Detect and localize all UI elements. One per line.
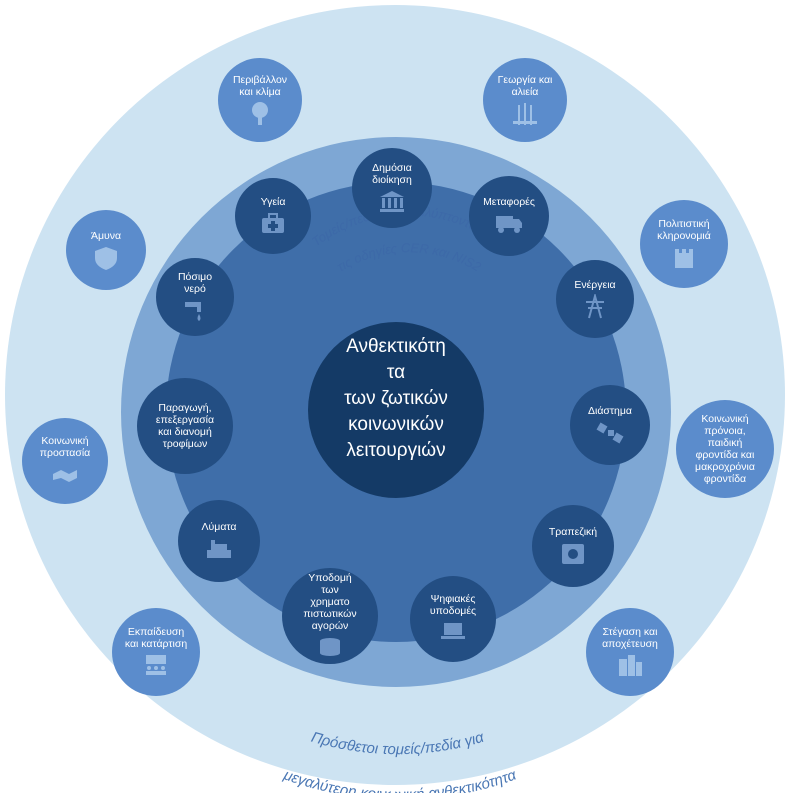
sector-energy: Ενέργεια xyxy=(556,260,634,338)
sector-welfare-label: Κοινωνική πρόνοια, παιδική φροντίδα και … xyxy=(695,413,755,485)
sector-health: Υγεία xyxy=(235,178,311,254)
sector-education-label: Εκπαίδευση και κατάρτιση xyxy=(124,625,188,650)
handshake-icon xyxy=(53,469,77,482)
sector-cultural-heritage: Πολιτιστική κληρονομιά xyxy=(640,200,728,288)
sector-transport-label: Μεταφορές xyxy=(483,195,535,208)
government-building-icon xyxy=(380,190,404,212)
svg-text:Πρόσθετοι τομείς/πεδία για: Πρόσθετοι τομείς/πεδία για xyxy=(309,729,486,759)
sector-banking: Τραπεζική xyxy=(532,505,614,587)
sector-space: Διάστημα xyxy=(570,385,650,465)
tree-icon xyxy=(252,101,268,125)
center-circle xyxy=(308,322,484,498)
sector-drinking-water-label: Πόσιμο νερό xyxy=(177,270,213,295)
svg-text:τις οδηγίες CER και NIS2: τις οδηγίες CER και NIS2 xyxy=(334,240,484,275)
sector-digital: Ψηφιακές υποδομές xyxy=(410,576,496,662)
sector-housing: Στέγαση και αποχέτευση xyxy=(586,608,674,696)
sector-social-protection: Κοινωνική προστασία xyxy=(22,418,108,504)
sector-fmi-label: Υποδομή των χρηματο πιστωτικών αγορών xyxy=(303,571,357,632)
outer-ring-caption-line1: Πρόσθετοι τομείς/πεδία για xyxy=(309,729,486,759)
sector-food: Παραγωγή, επεξεργασία και διανομή τροφίμ… xyxy=(137,378,233,474)
sector-environment-label: Περιβάλλον και κλίμα xyxy=(232,73,288,98)
sector-food-label: Παραγωγή, επεξεργασία και διανομή τροφίμ… xyxy=(155,402,215,450)
sector-education: Εκπαίδευση και κατάρτιση xyxy=(112,608,200,696)
sector-public-admin: Δημόσια διοίκηση xyxy=(352,148,432,228)
buildings-icon xyxy=(619,654,642,676)
outer-ring-caption-line2: μεγαλύτερη κοινωνική ανθεκτικότητα xyxy=(281,766,519,793)
truck-icon xyxy=(496,215,522,233)
shield-icon xyxy=(95,246,117,270)
wheat-icon xyxy=(513,102,537,125)
sector-cultural-heritage-label: Πολιτιστική κληρονομιά xyxy=(657,217,711,242)
sector-housing-label: Στέγαση και αποχέτευση xyxy=(602,625,658,650)
castle-icon xyxy=(675,248,693,268)
svg-text:μεγαλύτερη κοινωνική ανθεκτικό: μεγαλύτερη κοινωνική ανθεκτικότητα xyxy=(281,766,519,793)
sector-environment: Περιβάλλον και κλίμα xyxy=(218,58,302,142)
sector-energy-label: Ενέργεια xyxy=(574,278,616,291)
sector-space-label: Διάστημα xyxy=(587,404,632,417)
sector-digital-label: Ψηφιακές υποδομές xyxy=(429,592,477,617)
inner-ring-caption-line2: τις οδηγίες CER και NIS2 xyxy=(334,240,484,275)
classroom-icon xyxy=(146,654,166,675)
water-tap-icon xyxy=(185,301,201,321)
laptop-icon xyxy=(441,622,465,639)
sector-waste-water-label: Λύματα xyxy=(201,520,237,533)
sector-welfare: Κοινωνική πρόνοια, παιδική φροντίδα και … xyxy=(676,400,774,498)
sector-public-admin-label: Δημόσια διοίκηση xyxy=(372,161,412,186)
sector-waste-water: Λύματα xyxy=(178,500,260,582)
sector-defence: Άμυνα xyxy=(66,210,146,290)
sewage-plant-icon xyxy=(207,539,231,558)
sector-agriculture-label: Γεωργία και αλιεία xyxy=(497,73,553,98)
safe-icon xyxy=(562,543,584,564)
sector-social-protection-label: Κοινωνική προστασία xyxy=(39,434,91,459)
sector-defence-label: Άμυνα xyxy=(90,229,122,242)
medical-bag-icon xyxy=(262,212,284,233)
power-pylon-icon xyxy=(586,293,604,318)
center-title: Ανθεκτικότη τα των ζωτικών κοινωνικών λε… xyxy=(344,336,448,461)
satellite-icon xyxy=(596,422,624,443)
sector-health-label: Υγεία xyxy=(260,195,286,208)
sector-agriculture: Γεωργία και αλιεία xyxy=(483,58,567,142)
sector-transport: Μεταφορές xyxy=(469,176,549,256)
sector-fmi: Υποδομή των χρηματο πιστωτικών αγορών xyxy=(282,568,378,664)
sector-drinking-water: Πόσιμο νερό xyxy=(156,258,234,336)
coins-icon xyxy=(320,637,340,656)
sector-banking-label: Τραπεζική xyxy=(548,525,598,538)
